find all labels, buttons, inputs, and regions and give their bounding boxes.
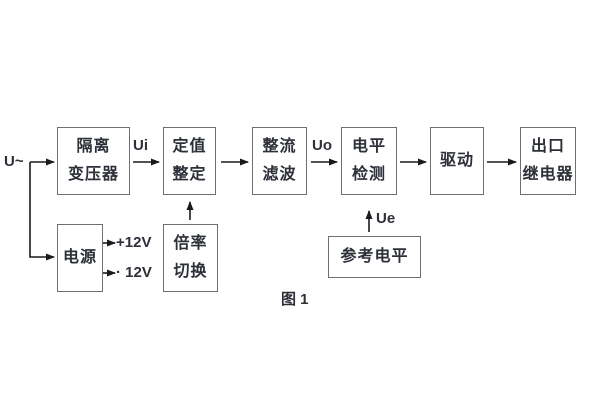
- block-label-line: 整流: [262, 138, 297, 155]
- block-label-line: 电源: [62, 249, 97, 266]
- block-driver: 驱动: [430, 127, 484, 195]
- wire-input-to-power: [29, 162, 55, 261]
- block-output-relay: 出口 继电器: [520, 127, 576, 195]
- block-isolation-transformer: 隔离 变压器: [57, 127, 130, 195]
- signal-label-rail-pos: +12V: [116, 234, 152, 251]
- block-label-line: 变压器: [67, 166, 119, 183]
- block-label-line: 隔离: [76, 138, 111, 155]
- block-label-line: 检测: [351, 166, 386, 183]
- signal-label-ui: Ui: [133, 137, 148, 154]
- block-label-line: 倍率: [173, 235, 208, 252]
- figure-caption: 图 1: [281, 291, 309, 308]
- block-label-line: 切换: [173, 263, 208, 280]
- block-label-line: 电平: [351, 138, 386, 155]
- block-label-line: 出口: [530, 138, 565, 155]
- block-label-line: 整定: [172, 166, 207, 183]
- block-power-supply: 电源: [57, 224, 103, 292]
- block-ratio-switching: 倍率 切换: [163, 224, 218, 292]
- block-label-line: 驱动: [439, 152, 474, 169]
- block-label-line: 继电器: [522, 166, 574, 183]
- block-level-detection: 电平 检测: [341, 127, 397, 195]
- signal-label-uo: Uo: [312, 137, 332, 154]
- block-label-line: 定值: [172, 138, 207, 155]
- block-value-setting: 定值 整定: [163, 127, 216, 195]
- block-label-line: 参考电平: [340, 248, 409, 265]
- signal-label-rail-neg: · 12V: [116, 264, 152, 281]
- block-rectifier-filter: 整流 滤波: [252, 127, 307, 195]
- signal-label-input: U~: [4, 153, 24, 170]
- block-reference-level: 参考电平: [328, 236, 421, 278]
- block-label-line: 滤波: [262, 166, 297, 183]
- signal-label-ue: Ue: [376, 210, 396, 227]
